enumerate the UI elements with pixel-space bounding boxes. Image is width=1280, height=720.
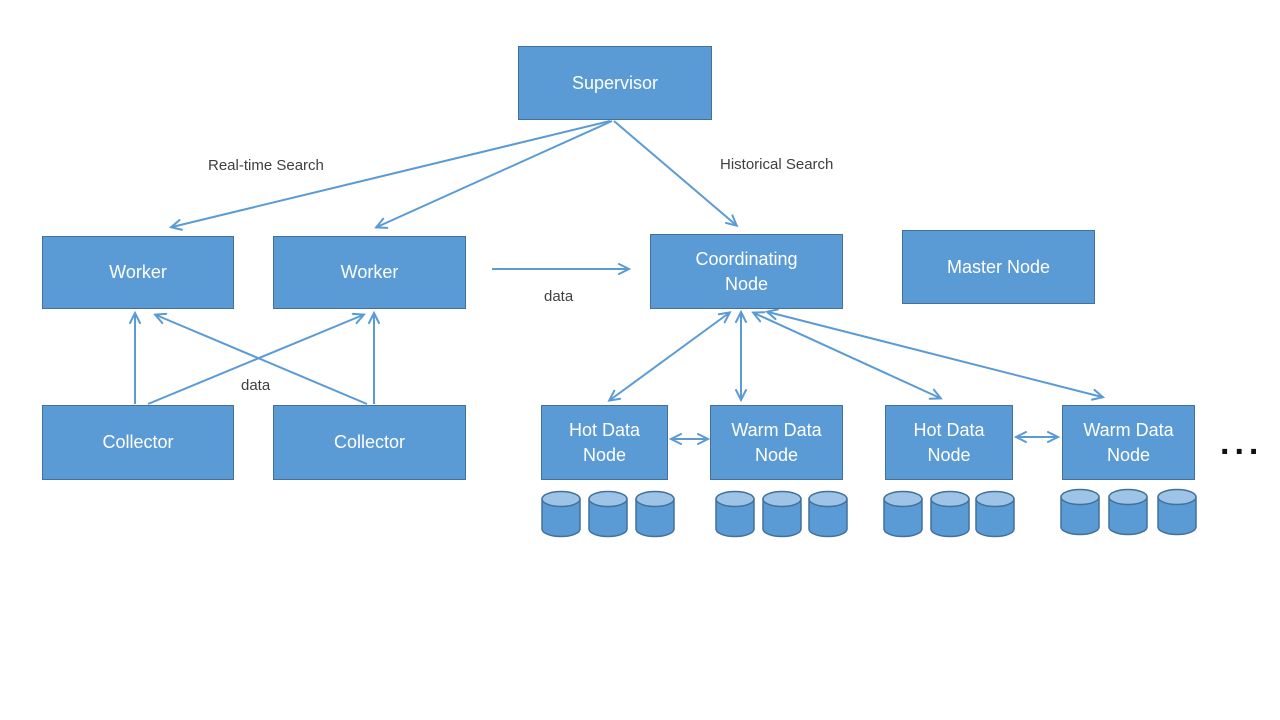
node-worker-2: Worker bbox=[273, 236, 466, 309]
node-master-node: Master Node bbox=[902, 230, 1095, 304]
database-cylinder-icon bbox=[975, 490, 1015, 538]
arrow-coordinating-node-to-hot-data-node-1 bbox=[610, 313, 729, 400]
node-warm-data-node-2: Warm Data Node bbox=[1062, 405, 1195, 480]
node-worker-1-label: Worker bbox=[109, 262, 167, 283]
arrow-collector-1-to-worker-2 bbox=[147, 315, 363, 405]
database-cylinder-icon bbox=[762, 490, 802, 538]
database-cylinder-icon bbox=[588, 490, 628, 538]
arrow-collector-2-to-worker-1 bbox=[156, 315, 368, 405]
database-cylinder-icon bbox=[1108, 488, 1148, 536]
arrow-supervisor-to-worker-2 bbox=[377, 120, 613, 227]
node-coordinating-node-label: Coordinating Node bbox=[695, 249, 798, 294]
node-hot-data-node-1: Hot Data Node bbox=[541, 405, 668, 480]
data-label-collectors: data bbox=[241, 377, 271, 394]
node-hot-data-node-2: Hot Data Node bbox=[885, 405, 1013, 480]
node-master-node-label: Master Node bbox=[946, 256, 1051, 277]
database-cylinder-icon bbox=[1157, 488, 1197, 536]
node-warm-data-node-1: Warm Data Node bbox=[710, 405, 843, 480]
node-hot-data-node-1-label: Hot Data Node bbox=[568, 420, 641, 465]
data-label-workers: data bbox=[544, 288, 574, 305]
arrow-coordinating-node-to-hot-data-node-2 bbox=[754, 313, 940, 398]
more-nodes-ellipsis: ... bbox=[1220, 424, 1264, 462]
node-collector-1-label: Collector bbox=[102, 432, 174, 453]
database-cylinder-icon bbox=[541, 490, 581, 538]
node-supervisor-label: Supervisor bbox=[571, 72, 659, 93]
node-worker-2-label: Worker bbox=[340, 262, 399, 283]
arrow-supervisor-to-coordinating-node bbox=[613, 120, 736, 225]
node-warm-data-node-1-label: Warm Data Node bbox=[731, 420, 822, 465]
database-cylinder-icon bbox=[1060, 488, 1100, 536]
database-cylinder-icon bbox=[883, 490, 923, 538]
node-hot-data-node-2-label: Hot Data Node bbox=[913, 420, 985, 465]
storage-cylinders bbox=[541, 488, 1197, 538]
arrow-coordinating-node-to-warm-data-node-2 bbox=[768, 312, 1102, 397]
database-cylinder-icon bbox=[715, 490, 755, 538]
node-collector-2-label: Collector bbox=[333, 432, 406, 453]
historical-search-label: Historical Search bbox=[720, 156, 834, 173]
node-collector-1: Collector bbox=[42, 405, 234, 480]
node-worker-1: Worker bbox=[42, 236, 234, 309]
arrow-supervisor-to-worker-1 bbox=[172, 120, 611, 227]
node-supervisor: Supervisor bbox=[518, 46, 712, 120]
node-collector-2: Collector bbox=[273, 405, 466, 480]
node-coordinating-node: Coordinating Node bbox=[650, 234, 843, 309]
realtime-search-label: Real-time Search bbox=[208, 157, 324, 174]
database-cylinder-icon bbox=[930, 490, 970, 538]
node-warm-data-node-2-label: Warm Data Node bbox=[1083, 420, 1174, 465]
database-cylinder-icon bbox=[635, 490, 675, 538]
database-cylinder-icon bbox=[808, 490, 848, 538]
